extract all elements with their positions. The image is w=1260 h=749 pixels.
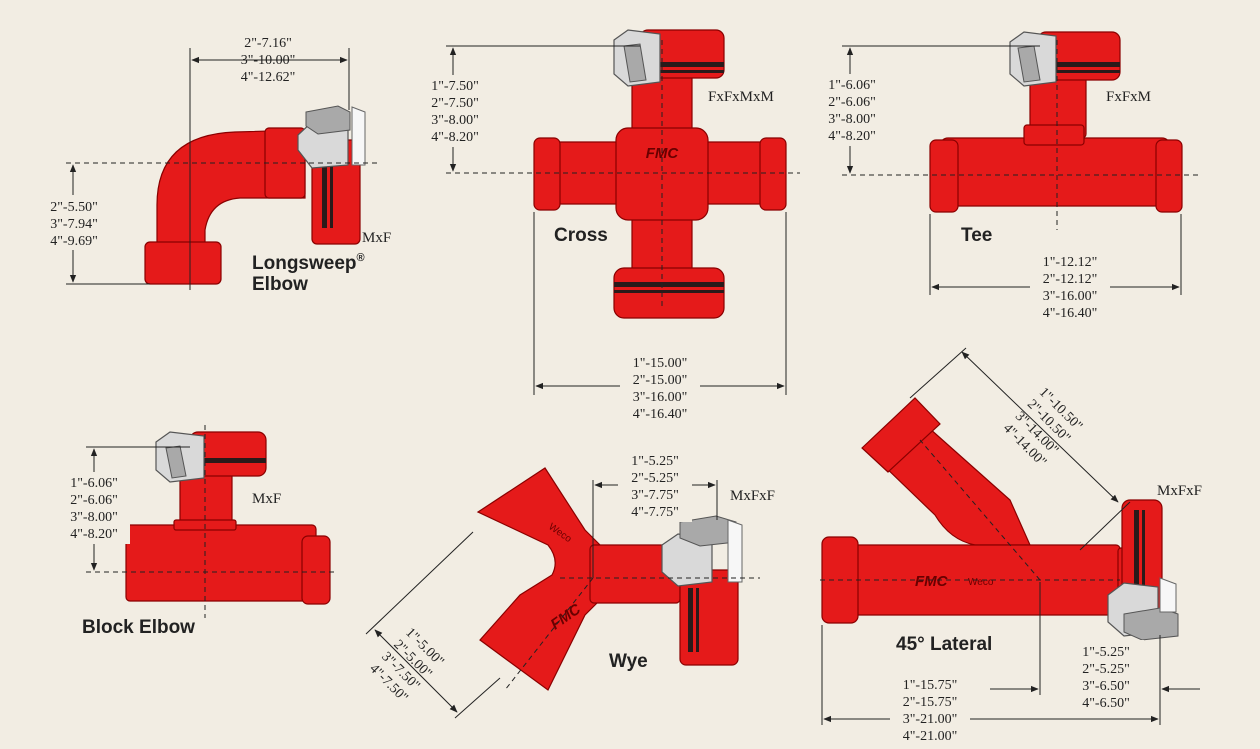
lateral-right-dim-3in: 3"-6.50" (1082, 679, 1130, 694)
cross-height-dim-3in: 3"-8.00" (431, 113, 479, 128)
block-elbow-height-dim-4in: 4"-8.20" (70, 527, 118, 542)
cross-height-dim-4in: 4"-8.20" (431, 130, 479, 145)
elbow-height-dim-3in: 3"-7.94" (50, 217, 98, 232)
elbow-width-dim-3in: 3"-10.00" (241, 53, 296, 68)
elbow-width-dim-2in: 2"-7.16" (244, 36, 292, 51)
elbow-label-line1: Longsweep® (252, 252, 365, 274)
block-elbow-connection-label: MxF (252, 491, 281, 507)
cross-height-dim-1in: 1"-7.50" (431, 79, 479, 94)
elbow-label-line2: Elbow (252, 274, 308, 295)
lateral-right-dim-2in: 2"-5.25" (1082, 662, 1130, 677)
wye-top-dim-4in: 4"-7.75" (631, 505, 679, 520)
lateral-body: FMC Weco (821, 397, 1179, 641)
cross-logo: FMC (646, 145, 680, 162)
wye-connection-label: MxFxF (730, 488, 775, 504)
wye-top-dim-1in: 1"-5.25" (631, 454, 679, 469)
tee-connection-label: FxFxM (1106, 89, 1151, 105)
tee-body (929, 31, 1183, 213)
wye-body: Weco FMC (476, 467, 743, 691)
wye-top-dim-3in: 3"-7.75" (631, 488, 679, 503)
block-elbow-height-dim-2in: 2"-6.06" (70, 493, 118, 508)
cross-label: Cross (554, 225, 608, 246)
tee-height-dim-2in: 2"-6.06" (828, 95, 876, 110)
lateral: FMC Weco 1"-10.50" 2"-10.50" 3"-14.00" 4… (820, 347, 1202, 748)
block-elbow-label: Block Elbow (82, 617, 195, 638)
cross-width-dim-4in: 4"-16.40" (633, 407, 688, 422)
cross: FMC 1"-7.50" 2"-7.50" 3"-8.00" 4"-8.20" … (420, 29, 800, 424)
block-elbow-height-dim-1in: 1"-6.06" (70, 476, 118, 491)
lateral-connection-label: MxFxF (1157, 483, 1202, 499)
lateral-logo: FMC (915, 573, 949, 590)
cross-height-dim-2in: 2"-7.50" (431, 96, 479, 111)
wye-label: Wye (609, 651, 648, 672)
tee-width-dim-3in: 3"-16.00" (1043, 289, 1098, 304)
lateral-bottom-dim-1in: 1"-15.75" (903, 678, 958, 693)
wye-top-dim-2in: 2"-5.25" (631, 471, 679, 486)
lateral-bottom-dim-2in: 2"-15.75" (903, 695, 958, 710)
tee-width-dim-2in: 2"-12.12" (1043, 272, 1098, 287)
tee-label: Tee (961, 225, 992, 246)
cross-body: FMC (533, 29, 787, 319)
tee-width-dim-4in: 4"-16.40" (1043, 306, 1098, 321)
elbow-width-dim-4in: 4"-12.62" (241, 70, 296, 85)
wye: Weco FMC 1"-5.25" 2"-5.25" 3"-7.75" 4"-7… (365, 450, 775, 719)
block-elbow-height-dim-3in: 3"-8.00" (70, 510, 118, 525)
elbow-height-dim-2in: 2"-5.50" (50, 200, 98, 215)
longsweep-elbow: 2"-7.16" 3"-10.00" 4"-12.62" 2"-5.50" 3"… (38, 36, 391, 295)
block-elbow: 1"-6.06" 2"-6.06" 3"-8.00" 4"-8.20" MxF … (58, 425, 336, 638)
tee-height-dim-3in: 3"-8.00" (828, 112, 876, 127)
elbow-connection-label: MxF (362, 230, 391, 246)
block-elbow-body (125, 431, 331, 605)
lateral-bottom-dim-4in: 4"-21.00" (903, 729, 958, 744)
cross-connection-label: FxFxMxM (708, 89, 774, 105)
lateral-label: 45° Lateral (896, 634, 992, 655)
cross-width-dim-1in: 1"-15.00" (633, 356, 688, 371)
cross-width-dim-2in: 2"-15.00" (633, 373, 688, 388)
tee-width-dim-1in: 1"-12.12" (1043, 255, 1098, 270)
lateral-right-dim-4in: 4"-6.50" (1082, 696, 1130, 711)
lateral-bottom-dim-3in: 3"-21.00" (903, 712, 958, 727)
tee-height-dim-4in: 4"-8.20" (828, 129, 876, 144)
elbow-height-dim-4in: 4"-9.69" (50, 234, 98, 249)
cross-width-dim-3in: 3"-16.00" (633, 390, 688, 405)
lateral-brand: Weco (968, 577, 994, 588)
tee-height-dim-1in: 1"-6.06" (828, 78, 876, 93)
lateral-right-dim-1in: 1"-5.25" (1082, 645, 1130, 660)
tee: 1"-6.06" 2"-6.06" 3"-8.00" 4"-8.20" 1"-1… (816, 31, 1200, 324)
